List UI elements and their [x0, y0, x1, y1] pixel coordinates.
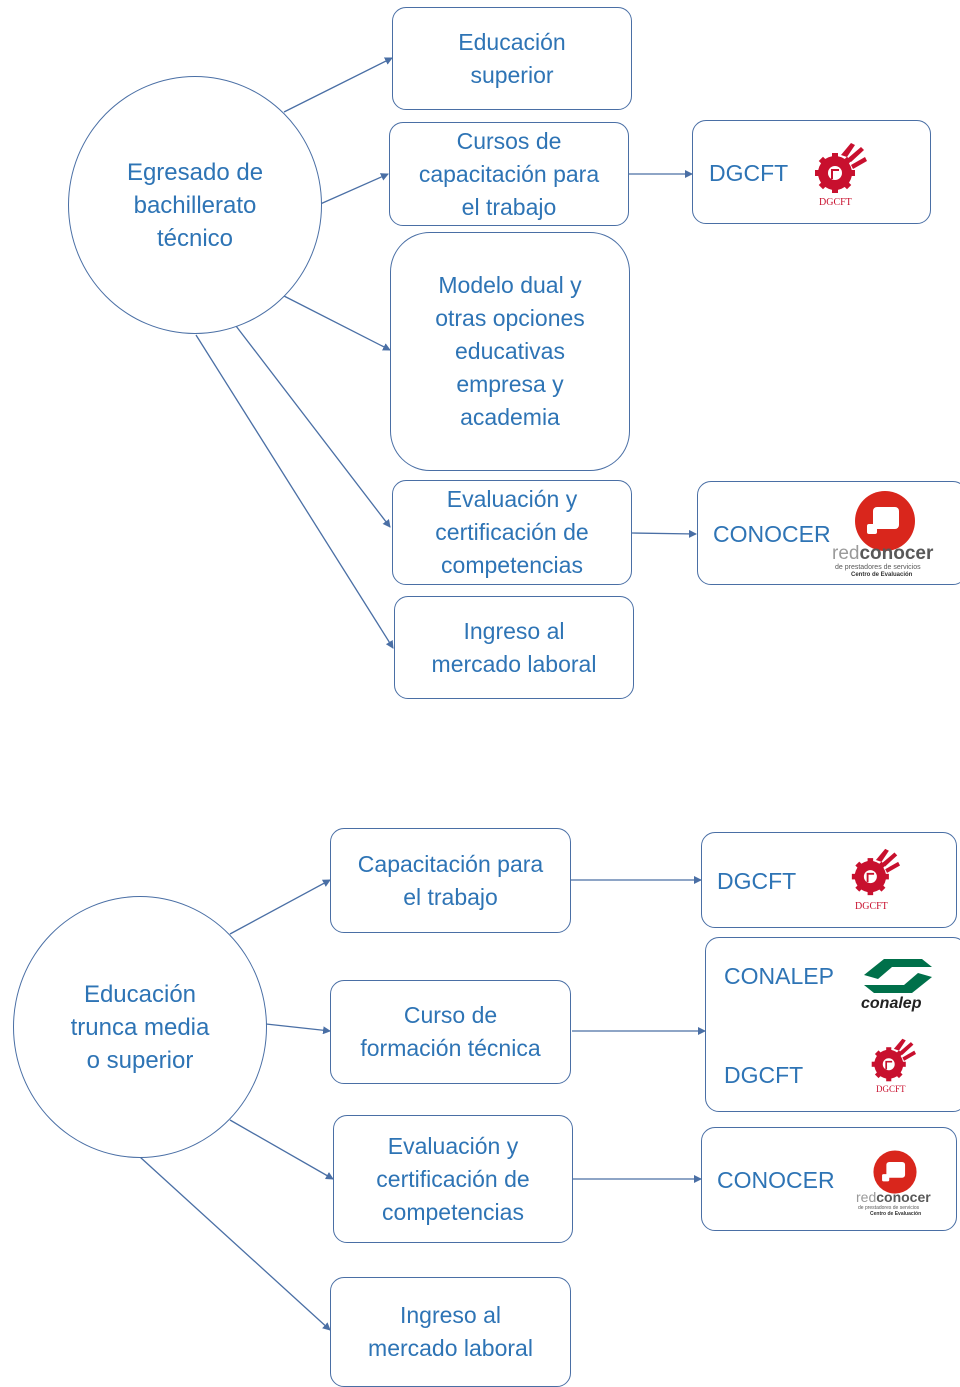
arrow-to-cursos-capacitacion [317, 173, 389, 206]
redconocer-wordmark: redconocer [856, 1189, 931, 1205]
dgcft-logo-caption: DGCFT [855, 901, 888, 912]
arrow-to-capacitacion [229, 879, 331, 935]
redconocer-conocer-part: conocer [876, 1189, 931, 1205]
source-circle-educacion-trunca: Educación trunca media o superior [13, 896, 267, 1158]
dgcft-logo-caption: DGCFT [876, 1084, 906, 1094]
option-curso-formacion-tecnica: Curso de formación técnica [330, 980, 571, 1084]
org-box-dgcft-bottom: DGCFT DGCFT [701, 832, 957, 928]
option-modelo-dual: Modelo dual y otras opciones educativas … [390, 232, 630, 471]
org-box-dgcft-top: DGCFT DGCFT [692, 120, 931, 224]
red-circle-square-icon [873, 1150, 917, 1194]
org-label-conocer: CONOCER [713, 521, 831, 547]
option-ingreso-mercado: Ingreso al mercado laboral [394, 596, 634, 699]
source-circle-egresado: Egresado de bachillerato técnico [68, 76, 322, 334]
arrow-to-ingreso-bottom [139, 1156, 331, 1331]
gear-hand-icon [871, 1038, 916, 1082]
conalep-chevrons-icon [864, 959, 932, 993]
redconocer-subtitle-2: Centro de Evaluación [870, 1211, 922, 1217]
redconocer-red-part: red [856, 1189, 877, 1205]
arrow-to-evaluacion-bottom [229, 1119, 334, 1180]
org-box-conocer-top: CONOCER redconocer de prestadores de ser… [697, 481, 960, 585]
org-label-conalep: CONALEP [724, 963, 834, 989]
gear-hand-icon [851, 848, 900, 896]
arrow-to-ingreso-top [195, 334, 394, 649]
option-educacion-superior: Educación superior [392, 7, 632, 110]
redconocer-wordmark: redconocer [832, 543, 933, 565]
org-box-conalep-dgcft: CONALEP conalep DGCFT DGCFT [705, 937, 960, 1112]
arrow-to-educacion-superior [283, 57, 393, 113]
redconocer-subtitle: de prestadores de servicios [835, 564, 921, 571]
red-circle-square-icon [855, 491, 915, 551]
dgcft-logo-caption: DGCFT [819, 197, 852, 208]
option-ingreso-mercado-bottom: Ingreso al mercado laboral [330, 1277, 571, 1387]
option-evaluacion-certificacion: Evaluación y certificación de competenci… [392, 480, 632, 585]
org-box-conocer-bottom: CONOCER redconocer de prestadores de ser… [701, 1127, 957, 1231]
gear-hand-icon [815, 143, 867, 193]
org-label-conocer-bottom: CONOCER [717, 1167, 835, 1193]
option-capacitacion-trabajo: Capacitación para el trabajo [330, 828, 571, 933]
option-cursos-capacitacion: Cursos de capacitación para el trabajo [389, 122, 629, 226]
arrow-to-curso-formacion [265, 1023, 331, 1035]
option-evaluacion-certificacion-bottom: Evaluación y certificación de competenci… [333, 1115, 573, 1243]
arrow-to-evaluacion-top [235, 325, 391, 528]
redconocer-subtitle: de prestadores de servicios [858, 1205, 920, 1211]
redconocer-conocer-part: conocer [859, 543, 934, 564]
org-label-dgcft-group: DGCFT [724, 1062, 804, 1088]
redconocer-subtitle-2: Centro de Evaluación [851, 572, 913, 578]
arrow-to-conocer-top [631, 529, 697, 538]
org-label-dgcft: DGCFT [709, 160, 789, 186]
redconocer-red-part: red [832, 543, 860, 564]
arrow-to-modelo-dual [283, 295, 391, 351]
org-label-dgcft-bottom: DGCFT [717, 868, 797, 894]
conalep-wordmark: conalep [861, 995, 922, 1012]
